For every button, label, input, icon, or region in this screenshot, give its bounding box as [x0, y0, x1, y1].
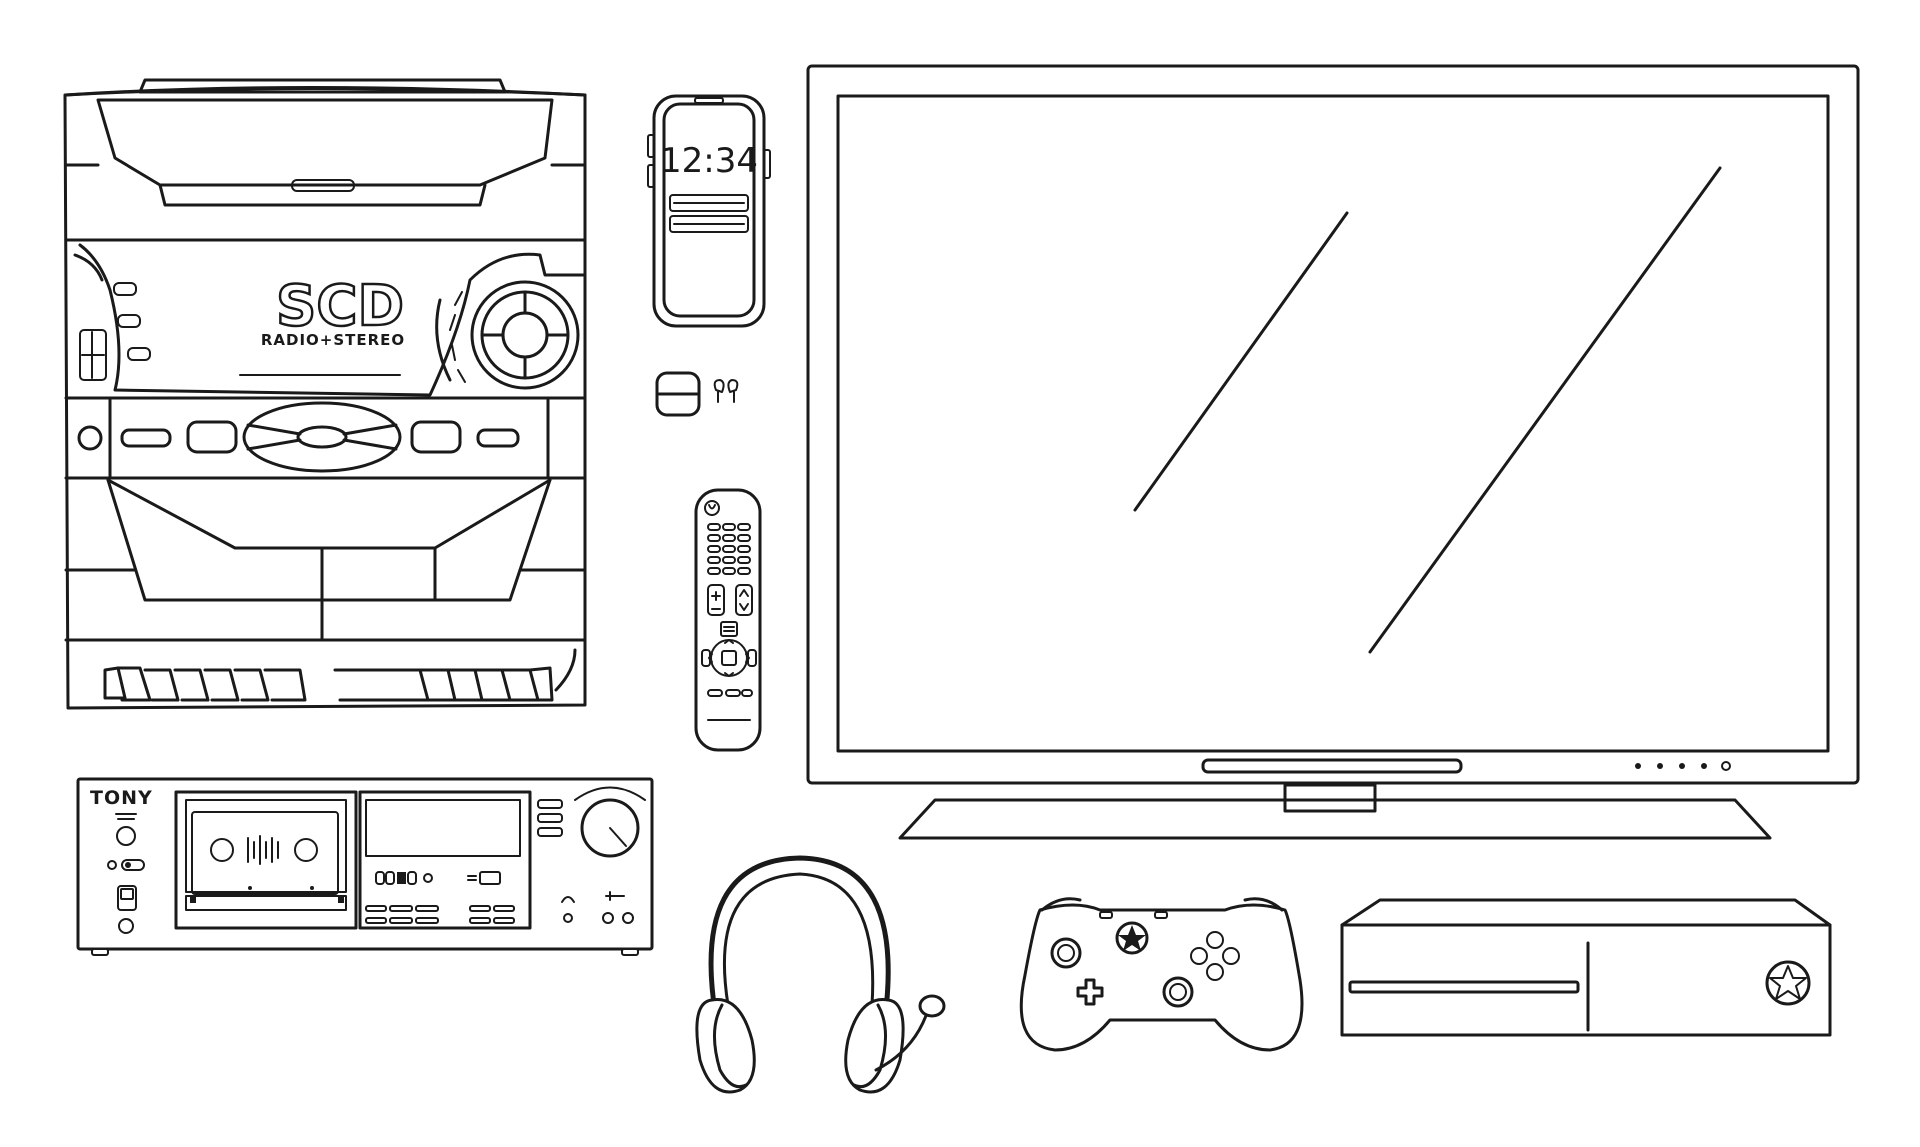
mic-jacks: [602, 891, 634, 924]
notification-card: [669, 194, 749, 212]
panel-button: [113, 282, 137, 296]
cassette-tape: [191, 811, 339, 895]
stereo-brand-logo: SCD: [276, 274, 404, 339]
indicator-light: [1701, 763, 1707, 769]
disc-slot: [1348, 980, 1580, 994]
headband: [708, 855, 891, 1021]
bottom-buttons: [103, 648, 577, 702]
cd-tray: [96, 98, 554, 187]
game-controller: [1019, 897, 1304, 1052]
face-button: [1206, 931, 1224, 949]
skip-back-button: [186, 420, 238, 454]
dpad-controls: [242, 401, 402, 473]
console-power-star: [1765, 960, 1811, 1006]
stereo-subtitle: RADIO+STEREO: [261, 331, 405, 349]
number-keys: [707, 523, 751, 575]
smartphone: 12:34: [647, 94, 771, 328]
panel-button: [117, 314, 141, 328]
stop-button: [476, 428, 520, 448]
tv-screen: [836, 94, 1830, 753]
tv-neck: [1283, 783, 1377, 813]
earbuds-case: [655, 371, 701, 417]
speaker-slot: [694, 97, 724, 104]
menu-key: [720, 621, 738, 637]
power-button: [77, 425, 103, 451]
volume-knob: [470, 280, 580, 390]
tv-stand: [898, 798, 1772, 840]
side-button: [763, 149, 771, 179]
right-ear-cup: [844, 998, 905, 1094]
home-button-star: [1115, 921, 1149, 955]
face-button: [1206, 963, 1224, 981]
remote-key: [725, 689, 741, 697]
tv-logo-bar: [1201, 758, 1463, 774]
indicator-light: [1657, 763, 1663, 769]
deck-knob: [116, 826, 136, 846]
stereo-system: SCD RADIO+STEREO: [63, 78, 587, 710]
mic-boom: [874, 1008, 930, 1072]
indicator-light: [1679, 763, 1685, 769]
deck-brand-logo: TONY: [90, 787, 153, 809]
remote-key: [747, 649, 757, 667]
deck-button: [117, 885, 137, 911]
dpad: [1076, 978, 1104, 1006]
cassette-door-left: [106, 478, 437, 602]
mic-capsule: [918, 994, 946, 1018]
earbud-left: [713, 379, 725, 403]
power-icon: [704, 500, 720, 516]
menu-button: [1154, 911, 1168, 919]
notification-card: [669, 215, 749, 233]
left-ear-cup: [695, 998, 756, 1094]
remote-key: [741, 689, 753, 697]
view-button: [1099, 911, 1113, 919]
game-console: [1340, 898, 1832, 1037]
screen-glare: [1133, 211, 1349, 512]
side-button: [647, 134, 655, 158]
deck-button: [118, 918, 134, 934]
indicator-light: [1721, 761, 1731, 771]
clock-display: 12:34: [660, 141, 758, 181]
transport-buttons: [375, 871, 501, 885]
earbuds: [655, 371, 739, 417]
side-button: [647, 164, 655, 188]
deck-button: [537, 799, 563, 809]
right-thumbstick: [1162, 976, 1194, 1008]
headset: [695, 855, 946, 1094]
deck-button: [537, 827, 563, 837]
indicator-light: [1635, 763, 1641, 769]
channel-rocker: [735, 584, 753, 616]
deck-power-switch: [107, 859, 145, 871]
tv-remote: [694, 488, 762, 752]
remote-key: [707, 689, 723, 697]
cassette-deck: TONY: [76, 777, 654, 956]
volume-rocker: [707, 584, 725, 616]
tape-reel: [294, 838, 318, 862]
screen-glare: [1368, 166, 1722, 654]
skip-forward-button: [410, 420, 462, 454]
tape-reel: [210, 838, 234, 862]
face-button: [1190, 947, 1208, 965]
remote-key: [701, 649, 711, 667]
remote-dpad: [708, 639, 750, 677]
headphone-jack: [561, 896, 575, 923]
deck-display: [358, 790, 532, 930]
tape-compartment: [174, 790, 358, 930]
face-button: [1222, 947, 1240, 965]
earbud-right: [727, 379, 739, 403]
flat-screen-tv: [806, 64, 1860, 840]
deck-level-strips: [365, 905, 515, 924]
deck-volume-knob: [574, 786, 646, 858]
cd-tray-button: [291, 179, 355, 192]
panel-button: [127, 347, 151, 361]
left-thumbstick: [1050, 937, 1082, 969]
eject-button: [120, 428, 172, 448]
deck-button: [537, 813, 563, 823]
